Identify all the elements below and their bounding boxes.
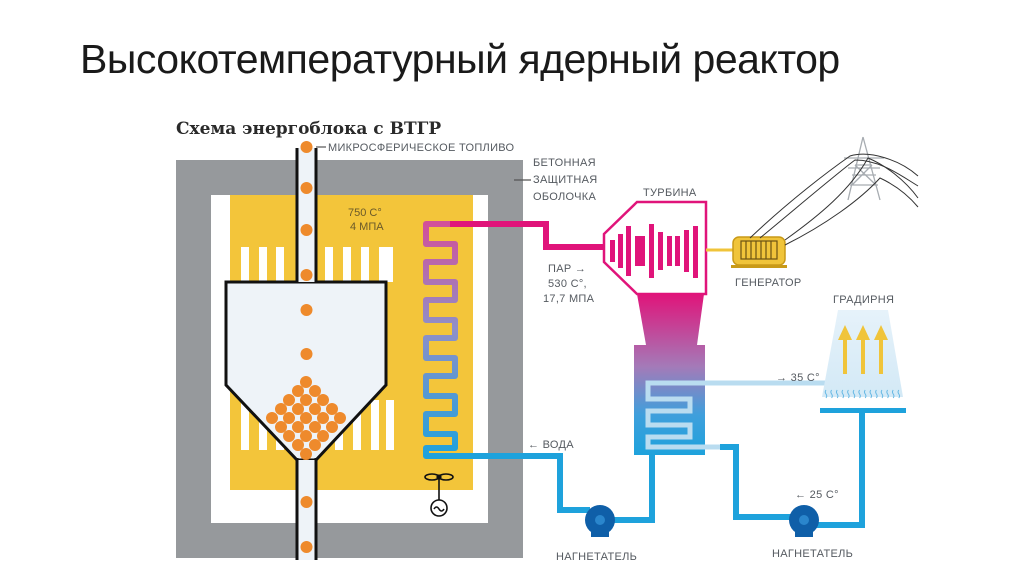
- core-temperature-label: 750 С°: [348, 207, 382, 219]
- fuel-pebble: [309, 403, 321, 415]
- fuel-pebble: [300, 304, 313, 316]
- fuel-pebble: [300, 541, 313, 553]
- feedwater-line: [468, 453, 655, 523]
- fuel-pebble: [317, 430, 329, 442]
- shell-label-line2: ЗАЩИТНАЯ: [533, 174, 598, 186]
- reflector-slots-upper: [241, 247, 393, 282]
- fuel-pebbles: [266, 141, 346, 553]
- power-lines: [749, 153, 919, 246]
- fuel-pebble: [309, 421, 321, 433]
- fuel-pebble: [309, 385, 321, 397]
- fuel-pebble: [283, 430, 295, 442]
- spray-wave: [869, 389, 873, 399]
- spray-wave: [880, 389, 884, 399]
- cooling-return-label: ← 25 С°: [795, 489, 839, 501]
- spray-wave: [897, 389, 901, 399]
- fuel-pebble: [275, 421, 287, 433]
- cooling-spray: [824, 389, 901, 399]
- fuel-pebble: [300, 182, 313, 194]
- fuel-pebble: [300, 348, 313, 360]
- fuel-pebble: [283, 412, 295, 424]
- steam-generator-coil: [423, 221, 470, 459]
- fuel-pebble: [300, 412, 312, 424]
- cooling-tower: [820, 310, 906, 413]
- turbine-blades: [610, 224, 698, 278]
- fuel-pebble: [317, 412, 329, 424]
- fuel-pebble: [326, 403, 338, 415]
- fuel-pebble: [309, 439, 321, 451]
- transmission-pylon-icon: [844, 136, 884, 201]
- fuel-pebble: [334, 412, 346, 424]
- diagram-subtitle: Схема энергоблока с ВТГР: [176, 119, 441, 139]
- fuel-pebble: [300, 224, 313, 236]
- core-pressure-label: 4 МПА: [350, 221, 384, 233]
- fuel-pebble: [300, 269, 313, 281]
- turbine: [602, 200, 708, 296]
- spray-wave: [824, 389, 828, 399]
- spray-wave: [863, 389, 867, 399]
- pump-left-label: НАГНЕТАТЕЛЬ: [556, 551, 637, 563]
- spray-wave: [858, 389, 861, 399]
- fuel-pebble: [300, 430, 312, 442]
- steam-line: [450, 221, 604, 250]
- water-label: ← ВОДА: [528, 439, 574, 451]
- pump-right-label: НАГНЕТАТЕЛЬ: [772, 548, 853, 560]
- steam-label-line1: ПАР →: [548, 263, 586, 275]
- cooling-tower-label: ГРАДИРНЯ: [833, 294, 894, 306]
- fuel-pebble: [292, 403, 304, 415]
- fuel-pebble: [292, 439, 304, 451]
- spray-wave: [835, 389, 839, 399]
- cooling-return-line: [720, 413, 865, 528]
- fuel-pebble: [300, 376, 312, 388]
- fuel-pebble: [300, 448, 312, 460]
- spray-wave: [841, 389, 845, 399]
- steam-label-line3: 17,7 МПА: [543, 293, 595, 305]
- slide-title: Высокотемпературный ядерный реактор: [80, 36, 840, 82]
- generator-icon: [731, 236, 787, 268]
- fuel-pebble: [275, 403, 287, 415]
- generator-label: ГЕНЕРАТОР: [735, 277, 801, 289]
- fuel-pebble: [266, 412, 278, 424]
- shell-label-line1: БЕТОННАЯ: [533, 157, 596, 169]
- fuel-label: МИКРОСФЕРИЧЕСКОЕ ТОПЛИВО: [328, 142, 515, 154]
- cooling-out-label: → 35 С°: [776, 372, 820, 384]
- spray-wave: [847, 389, 850, 399]
- pump-right-icon[interactable]: [789, 505, 819, 537]
- fuel-pipe: [295, 148, 318, 560]
- pump-left-icon[interactable]: [585, 505, 615, 537]
- condenser: [634, 294, 880, 455]
- spray-wave: [891, 389, 895, 399]
- fuel-pebble: [300, 141, 313, 153]
- shell-label-line3: ОБОЛОЧКА: [533, 191, 596, 203]
- spray-wave: [875, 389, 878, 399]
- fuel-pebble: [292, 385, 304, 397]
- gas-circulator-icon: [424, 473, 454, 517]
- fuel-pebble: [326, 421, 338, 433]
- fuel-pebble: [317, 394, 329, 406]
- fuel-pebble: [283, 394, 295, 406]
- fuel-pebble: [300, 496, 313, 508]
- spray-wave: [830, 389, 833, 399]
- spray-wave: [886, 389, 889, 399]
- fuel-pebble: [292, 421, 304, 433]
- turbine-label: ТУРБИНА: [643, 187, 697, 199]
- steam-label-line2: 530 С°,: [548, 278, 587, 290]
- spray-wave: [852, 389, 856, 399]
- heat-arrows: [838, 325, 888, 374]
- fuel-pebble: [300, 394, 312, 406]
